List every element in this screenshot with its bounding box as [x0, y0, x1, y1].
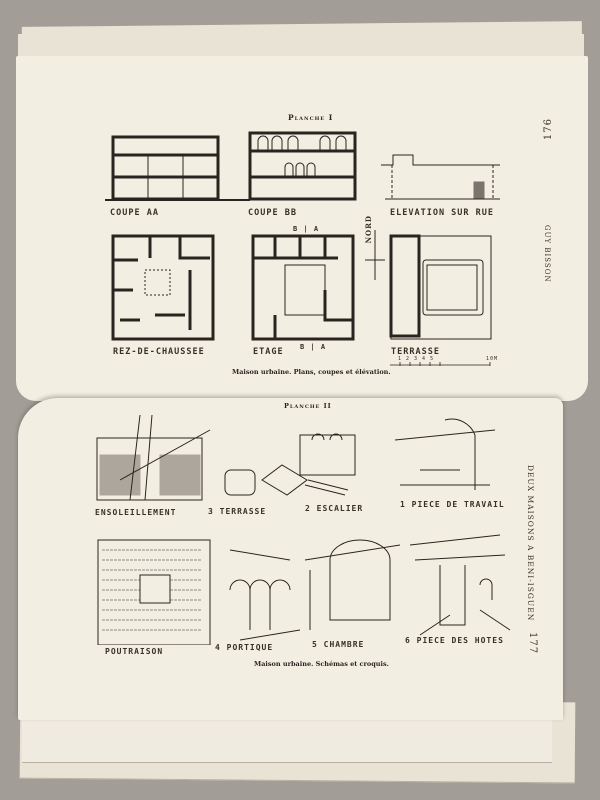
terrasse-sketch	[224, 464, 308, 496]
terrasse-plan	[389, 234, 492, 340]
plate-title-1: Planche I	[288, 113, 334, 122]
poutraison-plan	[97, 539, 211, 645]
piece-travail-sketch	[394, 418, 496, 490]
label-terrasse: TERRASSE	[391, 347, 440, 357]
running-head-author: GUY BISSON	[543, 225, 551, 283]
north-arrow	[365, 230, 385, 280]
escalier-sketch	[299, 433, 356, 496]
label-chambre-5: 5 CHAMBRE	[312, 640, 365, 649]
label-portique-4: 4 PORTIQUE	[215, 643, 274, 652]
running-head-title: DEUX MAISONS A BENI-ISGUEN	[526, 465, 535, 622]
plate-title-2: Planche II	[284, 402, 332, 410]
page-number-176: 176	[543, 118, 554, 141]
label-escalier-2: 2 ESCALIER	[305, 504, 364, 513]
scale-bar-end: 10M	[486, 356, 499, 362]
ensoleillement-sketch	[96, 414, 211, 501]
rez-de-chaussee-plan	[111, 234, 215, 341]
label-terrasse-3: 3 TERRASSE	[208, 507, 267, 516]
label-piece-travail-1: 1 PIECE DE TRAVAIL	[400, 500, 505, 509]
sketch-drawings	[96, 414, 511, 645]
portique-sketch	[229, 549, 301, 641]
etage-plan	[251, 234, 355, 341]
bottom-page	[18, 398, 563, 720]
scale-bar	[390, 362, 491, 366]
label-coupe-bb: COUPE BB	[248, 208, 297, 218]
elevation-drawing	[381, 154, 500, 200]
page-number-177: 177	[527, 632, 538, 655]
section-mark-top: B | A	[293, 225, 320, 233]
caption-plate-2: Maison urbaine. Schémas et croquis.	[254, 660, 389, 668]
label-elevation: ELEVATION SUR RUE	[390, 208, 494, 218]
coupe-bb-drawing	[248, 131, 357, 201]
label-etage: ETAGE	[253, 347, 284, 357]
scale-bar-ticks: 1 2 3 4 5	[398, 356, 435, 362]
chambre-sketch	[304, 539, 401, 630]
caption-plate-1: Maison urbaine. Plans, coupes et élévati…	[232, 368, 391, 376]
label-ensoleillement: ENSOLEILLEMENT	[95, 508, 177, 517]
coupe-aa-drawing	[105, 135, 250, 201]
section-mark-bottom: B | A	[300, 343, 327, 351]
label-piece-hotes-6: 6 PIECE DES HOTES	[405, 636, 504, 645]
label-coupe-aa: COUPE AA	[110, 208, 159, 218]
plan-drawings	[111, 234, 492, 341]
top-page	[16, 56, 588, 401]
label-poutraison: POUTRAISON	[105, 647, 164, 656]
piece-hotes-sketch	[409, 534, 511, 636]
section-drawings	[105, 131, 500, 201]
label-rez-de-chaussee: REZ-DE-CHAUSSEE	[113, 347, 205, 357]
